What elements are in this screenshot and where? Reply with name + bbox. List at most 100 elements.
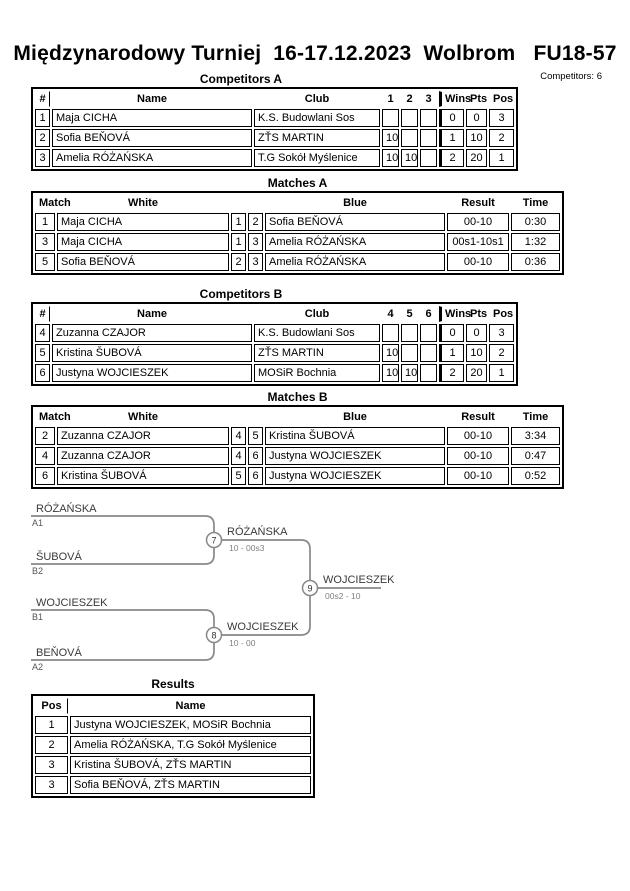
match-circle-9 (301, 579, 319, 597)
pos-cell: 2 (489, 129, 514, 147)
column-header: 6 (425, 308, 432, 320)
match-number-label: 8 (211, 631, 216, 641)
match-score-cell (420, 149, 437, 167)
column-header: Match (39, 411, 71, 423)
pos-cell: 3 (489, 109, 514, 127)
pos-cell: 2 (489, 344, 514, 362)
bracket-slot-name: WOJCIESZEK (36, 597, 108, 609)
club-cell: MOSiR Bochnia (254, 364, 380, 382)
match-score-cell: 10 (382, 149, 399, 167)
match-score-cell (382, 109, 399, 127)
time-cell: 3:34 (511, 427, 560, 445)
match-score-cell (401, 109, 418, 127)
blue-name-cell: Sofia BEŇOVÁ (265, 213, 445, 231)
wins-cell: 0 (439, 109, 464, 127)
name-cell: Sofia BEŇOVÁ (52, 129, 252, 147)
bracket-slot-name: ŠUBOVÁ (36, 550, 83, 563)
blue-name-cell: Justyna WOJCIESZEK (265, 467, 445, 485)
column-header: Pos (35, 698, 68, 714)
match-score-cell: 10 (382, 129, 399, 147)
pts-cell: 0 (466, 324, 487, 342)
table-row: 3 Sofia BEŇOVÁ, ZŤS MARTIN (35, 776, 311, 794)
white-seed-cell: 1 (231, 233, 246, 251)
table-row: 6 Justyna WOJCIESZEK MOSiR Bochnia 10 10… (35, 364, 514, 382)
bracket-slot-name: RÓŻAŃSKA (36, 502, 97, 515)
time-cell: 0:47 (511, 447, 560, 465)
pos-cell: 3 (35, 776, 68, 794)
bracket-slot-seed: A2 (32, 662, 43, 672)
match-score-cell (420, 364, 437, 382)
pos-cell: 1 (489, 364, 514, 382)
column-header: Name (175, 700, 206, 712)
club-cell: ZŤS MARTIN (254, 344, 380, 362)
bracket-slot-name: BEŇOVÁ (36, 646, 83, 659)
name-cell: Amelia RÓŻAŃSKA (52, 149, 252, 167)
match-number-cell: 1 (35, 213, 55, 231)
table-row: 6 Kristina ŠUBOVÁ 5 6 Justyna WOJCIESZEK… (35, 467, 560, 485)
column-header: White (128, 411, 158, 423)
pos-cell: 1 (489, 149, 514, 167)
pos-cell: 2 (35, 736, 68, 754)
pts-cell: 10 (466, 344, 487, 362)
column-header (231, 409, 246, 425)
column-header: Result (461, 411, 495, 423)
white-name-cell: Maja CICHA (57, 233, 229, 251)
result-cell: 00-10 (447, 253, 509, 271)
column-header: 4 (387, 308, 394, 320)
club-cell: K.S. Budowlani Sos (254, 324, 380, 342)
name-cell: Kristina ŠUBOVÁ, ZŤS MARTIN (70, 756, 311, 774)
section-heading-competitors-b: Competitors B (199, 287, 283, 301)
name-cell: Maja CICHA (52, 109, 252, 127)
match-score-cell (420, 344, 437, 362)
wins-cell: 2 (439, 364, 464, 382)
pos-cell: 3 (35, 756, 68, 774)
column-header: Name (137, 93, 167, 105)
column-header: # (35, 91, 50, 107)
number-cell: 5 (35, 344, 50, 362)
column-header: 3 (425, 93, 432, 105)
number-cell: 2 (35, 129, 50, 147)
match-number-label: 7 (211, 536, 216, 546)
table-row: 5 Kristina ŠUBOVÁ ZŤS MARTIN 10 1 10 2 (35, 344, 514, 362)
result-cell: 00-10 (447, 467, 509, 485)
number-cell: 1 (35, 109, 50, 127)
column-header: Blue (343, 411, 367, 423)
match-score-cell (420, 129, 437, 147)
blue-name-cell: Amelia RÓŻAŃSKA (265, 233, 445, 251)
table-row: 4 Zuzanna CZAJOR 4 6 Justyna WOJCIESZEK … (35, 447, 560, 465)
result-cell: 00s1-10s1 (447, 233, 509, 251)
time-cell: 0:36 (511, 253, 560, 271)
pts-cell: 20 (466, 364, 487, 382)
section-heading-competitors-a: Competitors A (199, 72, 283, 86)
column-header (231, 195, 246, 211)
elimination-bracket: 7 8 9 RÓŻAŃSKA A1 ŠUBOVÁ B2 RÓŻAŃSKA 10 … (31, 502, 395, 672)
column-header: Time (522, 197, 549, 209)
white-name-cell: Kristina ŠUBOVÁ (57, 467, 229, 485)
name-cell: Zuzanna CZAJOR (52, 324, 252, 342)
table-row: 2 Sofia BEŇOVÁ ZŤS MARTIN 10 1 10 2 (35, 129, 514, 147)
table-header-row: Match White Blue Result Time (35, 195, 560, 211)
blue-name-cell: Amelia RÓŻAŃSKA (265, 253, 445, 271)
bracket-slot-seed: A1 (32, 518, 43, 528)
white-seed-cell: 2 (231, 253, 246, 271)
matches-b-table: Match White Blue Result Time 2 Zuzanna C… (31, 405, 564, 489)
blue-seed-cell: 5 (248, 427, 263, 445)
match-score-cell: 10 (401, 364, 418, 382)
match-number-cell: 6 (35, 467, 55, 485)
number-cell: 6 (35, 364, 50, 382)
bracket-score: 10 - 00s3 (229, 543, 265, 553)
section-heading-matches-a: Matches A (267, 176, 328, 190)
white-name-cell: Maja CICHA (57, 213, 229, 231)
table-row: 1 Maja CICHA 1 2 Sofia BEŇOVÁ 00-10 0:30 (35, 213, 560, 231)
name-cell: Kristina ŠUBOVÁ (52, 344, 252, 362)
column-header: Name (137, 308, 167, 320)
column-header: Club (304, 308, 330, 320)
column-header: Blue (343, 197, 367, 209)
competitors-b-table: # Name Club 4 5 6 Wins Pts Pos 4 Zuzanna… (31, 302, 518, 386)
bracket-slot-seed: B1 (32, 612, 43, 622)
time-cell: 0:30 (511, 213, 560, 231)
competitors-count: Competitors: 6 (540, 71, 602, 82)
match-number-cell: 5 (35, 253, 55, 271)
match-circle-8 (205, 626, 223, 644)
